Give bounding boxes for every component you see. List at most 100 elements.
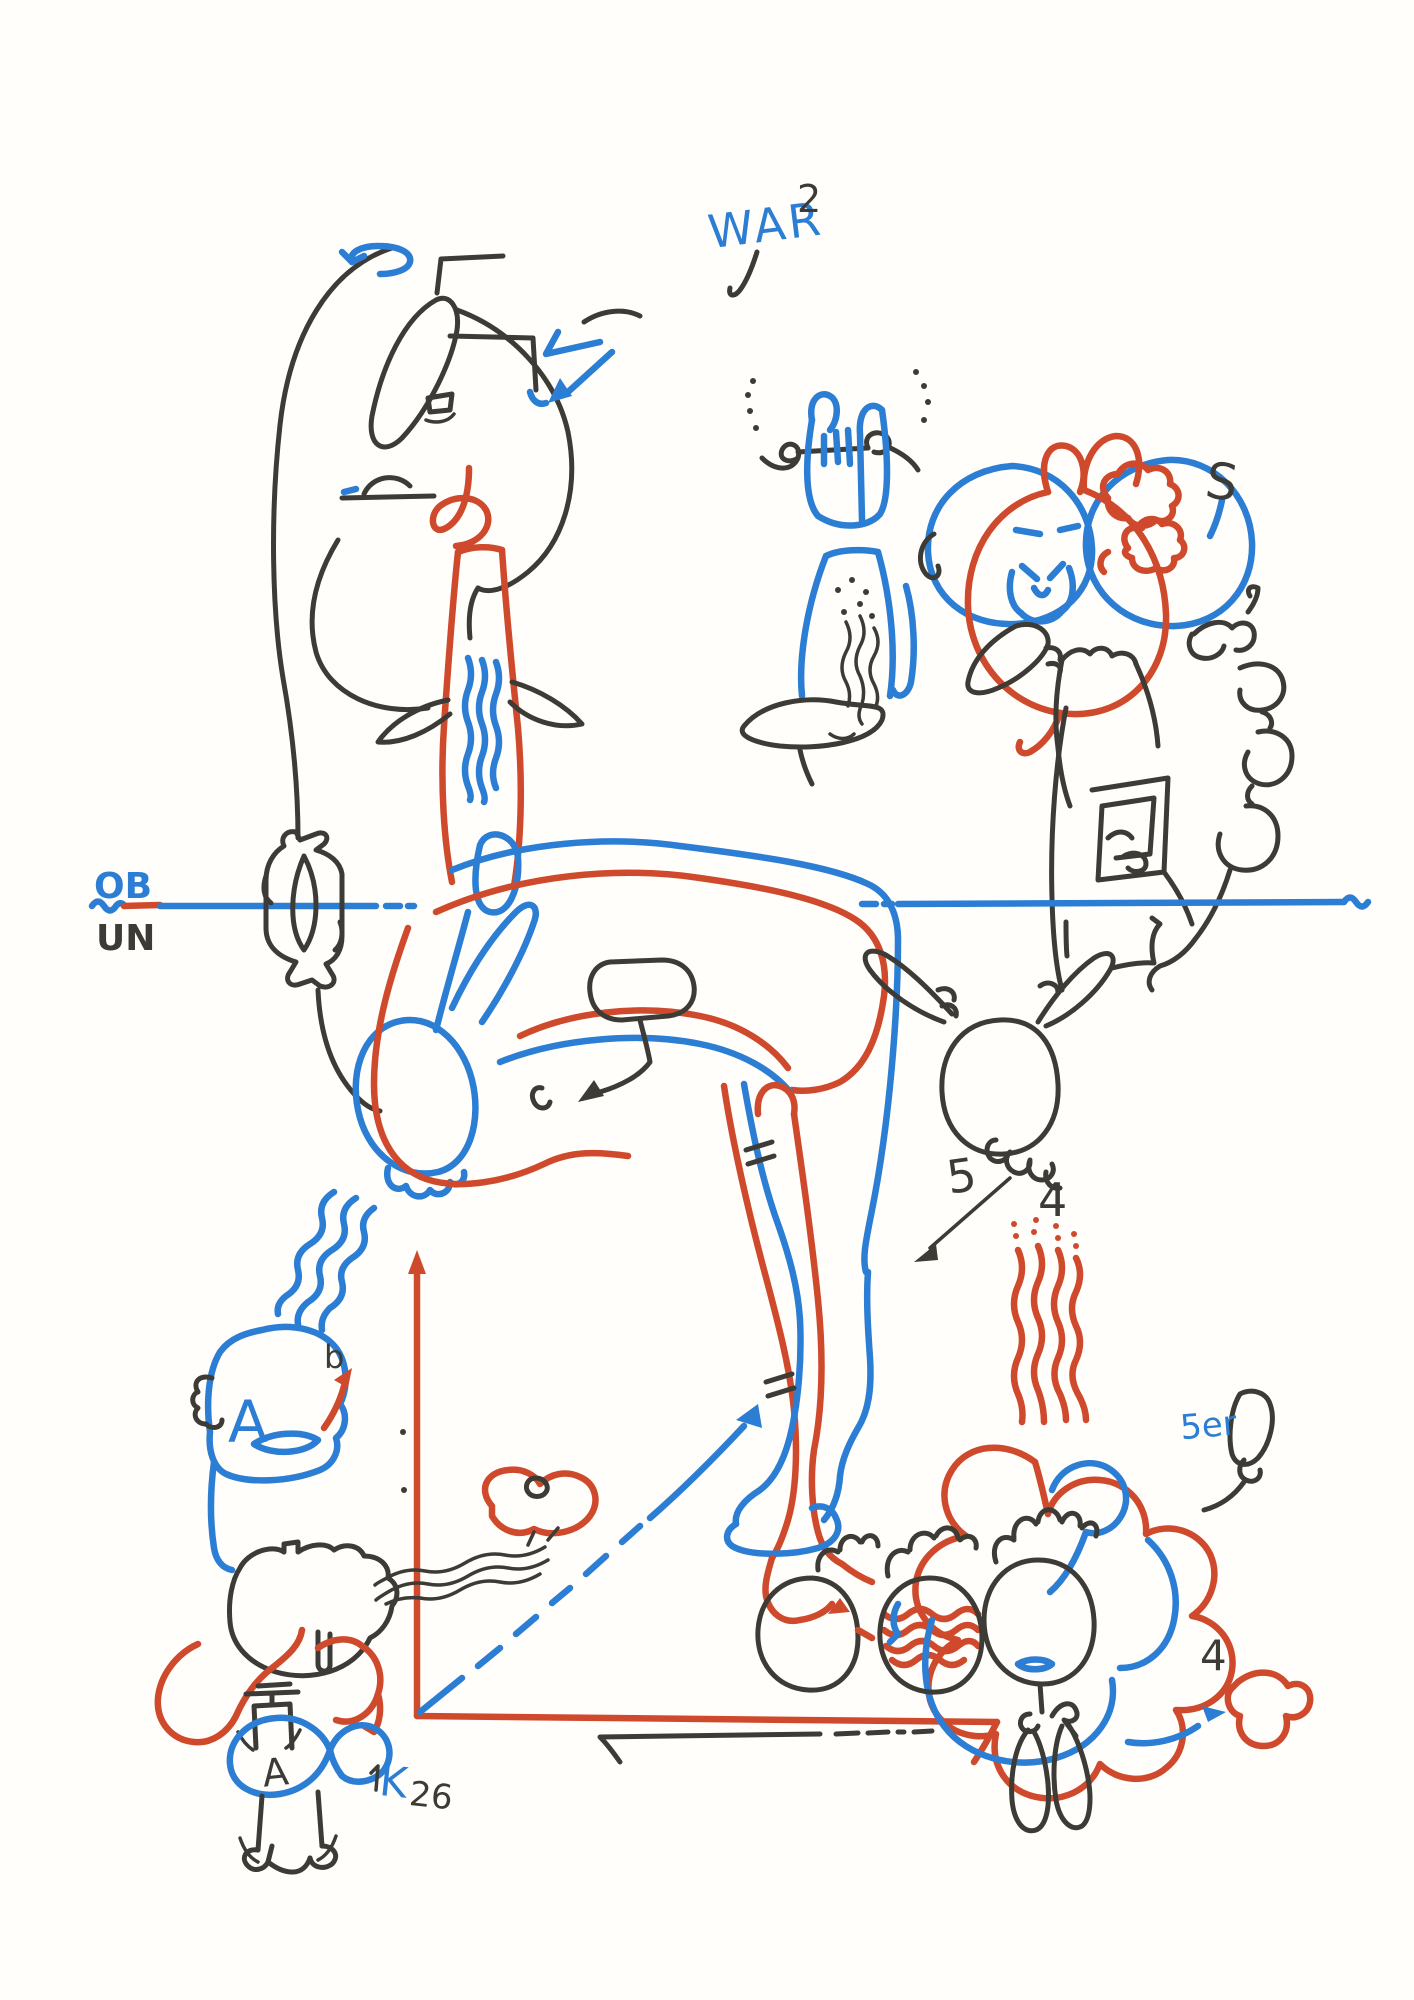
- signature-number: 26: [407, 1774, 454, 1818]
- blue-lips: [1014, 1656, 1056, 1673]
- ink-stroke: [854, 1626, 876, 1642]
- ink-stroke: [429, 464, 492, 550]
- mouth-leaf: [250, 1430, 322, 1456]
- ink-stroke: [314, 1636, 384, 1725]
- ink-stroke: [797, 552, 830, 700]
- ink-stroke: [1073, 1243, 1079, 1249]
- ink-stroke: [935, 986, 959, 1019]
- small-arc-arrow: [886, 1600, 902, 1646]
- circle-ears-creature: S: [917, 432, 1256, 757]
- ink-stroke: [822, 546, 882, 560]
- ink-stroke: [1237, 661, 1287, 713]
- red-blob: [1224, 1669, 1314, 1750]
- s-mark: S: [1202, 451, 1242, 513]
- ink-stroke: [922, 1616, 1117, 1766]
- blue-back-arc: [448, 838, 902, 1276]
- ink-stroke: [1105, 829, 1135, 841]
- ink-stroke: [578, 1080, 604, 1102]
- ink-stroke: [755, 1575, 861, 1693]
- leaf-mouth: [739, 697, 886, 750]
- rabbit-figure: 5 4: [862, 915, 1163, 1426]
- head-letter-a: A: [228, 1388, 268, 1456]
- ink-stroke: [921, 417, 927, 423]
- ink-stroke: [526, 1526, 560, 1547]
- ink-stroke: [432, 908, 472, 1034]
- red-x-axis: [413, 1712, 1001, 1726]
- red-leg-right: [790, 1110, 846, 1568]
- slot-notch: [315, 1629, 333, 1674]
- ink-stroke: [332, 919, 345, 953]
- ink-stroke: [408, 1250, 426, 1274]
- ink-stroke: [1202, 1706, 1226, 1722]
- blue-leg-left: [732, 1080, 804, 1528]
- ink-stroke: [454, 307, 575, 594]
- ink-stroke: [736, 1404, 762, 1428]
- blue-arm-loop: [448, 901, 539, 1026]
- ink-stroke: [894, 898, 1348, 908]
- ink-stroke: [255, 1789, 325, 1853]
- ink-stroke: [526, 388, 550, 407]
- kite-arm: [1201, 1388, 1275, 1513]
- ink-stroke: [646, 1422, 748, 1522]
- blue-shoulder: [472, 831, 522, 916]
- smoke-squiggle: [840, 620, 852, 708]
- ear-scribble: [190, 1374, 225, 1430]
- label-5: 5: [943, 1147, 980, 1205]
- ink-stroke: [747, 408, 753, 414]
- ink-stroke: [862, 948, 955, 1025]
- rotation-arrow-icon: [338, 242, 414, 278]
- bone-letter-a: A: [260, 1749, 290, 1795]
- ink-stroke: [1215, 803, 1281, 873]
- ink-stroke: [339, 493, 437, 501]
- ink-stroke: [154, 1640, 240, 1746]
- ink-stroke: [759, 441, 802, 471]
- black-wavy: [384, 1572, 542, 1606]
- ink-stroke: [1010, 1246, 1026, 1426]
- red-arrow: [320, 1382, 348, 1432]
- ink-stroke: [1051, 1721, 1093, 1831]
- ink-stroke: [1055, 1235, 1061, 1241]
- ink-stroke: [1030, 584, 1052, 599]
- ink-stroke: [857, 601, 863, 607]
- ink-stroke: [745, 392, 751, 398]
- ink-stroke: [820, 426, 854, 468]
- red-smoke-squiggles: [1010, 1217, 1090, 1426]
- ink-stroke: [263, 829, 345, 990]
- label-4-upper: 4: [1038, 1173, 1067, 1227]
- ink-stroke: [401, 1487, 407, 1493]
- red-leg-left: [720, 1082, 800, 1562]
- ink-stroke: [750, 378, 756, 384]
- blue-foot: [723, 1503, 842, 1557]
- ink-stroke: [597, 1731, 823, 1765]
- ink-stroke: [1133, 661, 1161, 749]
- ink-stroke: [434, 253, 506, 296]
- smoke-squiggle: [868, 626, 880, 708]
- ink-stroke: [913, 369, 919, 375]
- toe-scribbles: [984, 1137, 1063, 1191]
- blue-hook: [889, 582, 917, 699]
- lens-shape: [290, 853, 319, 953]
- ink-stroke: [255, 1681, 293, 1689]
- blue-waist: [496, 1034, 794, 1096]
- ink-stroke: [1059, 645, 1139, 667]
- black-wavy: [374, 1558, 550, 1602]
- spiral-face: [1089, 775, 1171, 883]
- label-5er: 5er: [1178, 1403, 1238, 1448]
- blue-bone: [226, 1714, 393, 1798]
- black-hook: [917, 531, 942, 581]
- ink-stroke: [241, 1843, 275, 1872]
- ink-stroke: [1082, 456, 1256, 630]
- ink-stroke: [1121, 850, 1149, 874]
- ink-stroke: [400, 1429, 406, 1435]
- signature: K 26: [369, 1756, 455, 1818]
- blue-cup-hand: [803, 391, 891, 529]
- ink-stroke: [1237, 1457, 1263, 1484]
- ink-stroke: [970, 1718, 1001, 1766]
- blue-vase: [797, 546, 896, 700]
- ring-knot: [523, 1475, 550, 1499]
- ink-stroke: [1063, 919, 1070, 959]
- ink-stroke: [874, 548, 896, 700]
- blue-steam: [294, 1194, 360, 1328]
- ink-stroke: [238, 1834, 338, 1864]
- ink-stroke: [120, 901, 164, 910]
